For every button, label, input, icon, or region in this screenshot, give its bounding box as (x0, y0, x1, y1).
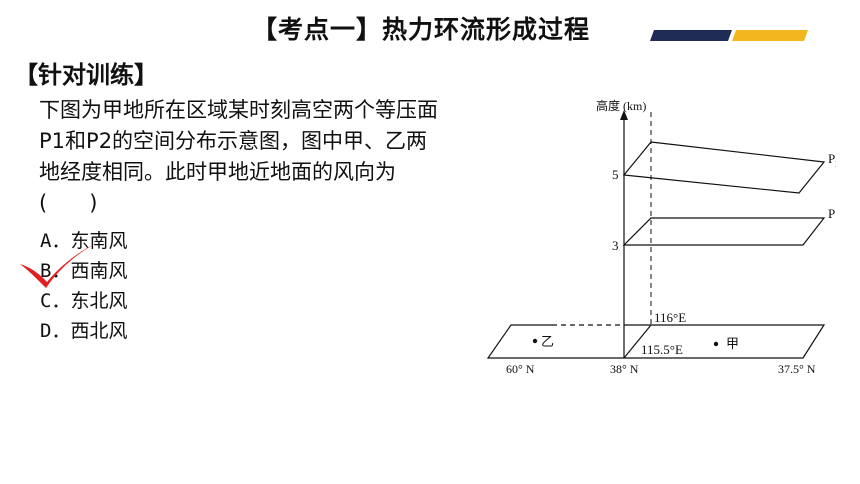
latitude-37-5: 37.5° N (778, 362, 816, 376)
option-c[interactable]: C．东北风 (40, 286, 127, 316)
check-mark-icon (20, 242, 98, 288)
axis-arrow-icon (620, 110, 628, 120)
p2-surface (622, 141, 826, 194)
place-yi: 乙 (541, 334, 554, 349)
longitude-115-5: 115.5°E (641, 342, 683, 357)
option-b[interactable]: B．西南风 (40, 256, 127, 286)
longitude-116: 116°E (654, 310, 686, 325)
y-tick-3: 3 (612, 238, 619, 253)
option-label: 西北风 (70, 320, 128, 342)
location-dot-yi (532, 338, 538, 344)
option-letter: D． (40, 320, 71, 342)
y-axis-label: 高度 (km) (596, 98, 646, 113)
option-label: 东北风 (70, 290, 128, 312)
p2-label: P2 (828, 151, 836, 169)
pressure-surface-diagram: 高度 (km) 5 3 P2 P1 乙 甲 116°E 115.5°E 60° … (486, 98, 836, 376)
title-accent-bar-navy (649, 30, 733, 41)
option-letter: C． (40, 290, 71, 312)
latitude-60: 60° N (506, 362, 535, 376)
title-accent-bar-gold (731, 30, 809, 41)
option-label: 东南风 (70, 230, 128, 252)
section-heading: 【针对训练】 (14, 61, 158, 89)
place-jia: 甲 (726, 336, 739, 351)
p1-label: P1 (828, 206, 836, 224)
question-text: 下图为甲地所在区域某时刻高空两个等压面P1和P2的空间分布示意图，图中甲、乙两地… (39, 98, 438, 215)
option-a[interactable]: A．东南风 (40, 226, 127, 256)
option-label: 西南风 (70, 260, 128, 282)
option-d[interactable]: D．西北风 (40, 316, 127, 346)
option-letter: B． (40, 260, 71, 282)
meridian-ground-line (623, 324, 652, 359)
ground-plane (486, 324, 826, 359)
latitude-38: 38° N (610, 362, 639, 376)
location-dot-jia (713, 341, 719, 347)
p1-surface (622, 217, 826, 246)
answer-options: A．东南风 B．西南风 C．东北风 D．西北风 (40, 226, 127, 346)
option-letter: A． (40, 230, 71, 252)
page-title: 【考点一】热力环流形成过程 (252, 15, 591, 44)
y-tick-5: 5 (612, 167, 619, 182)
